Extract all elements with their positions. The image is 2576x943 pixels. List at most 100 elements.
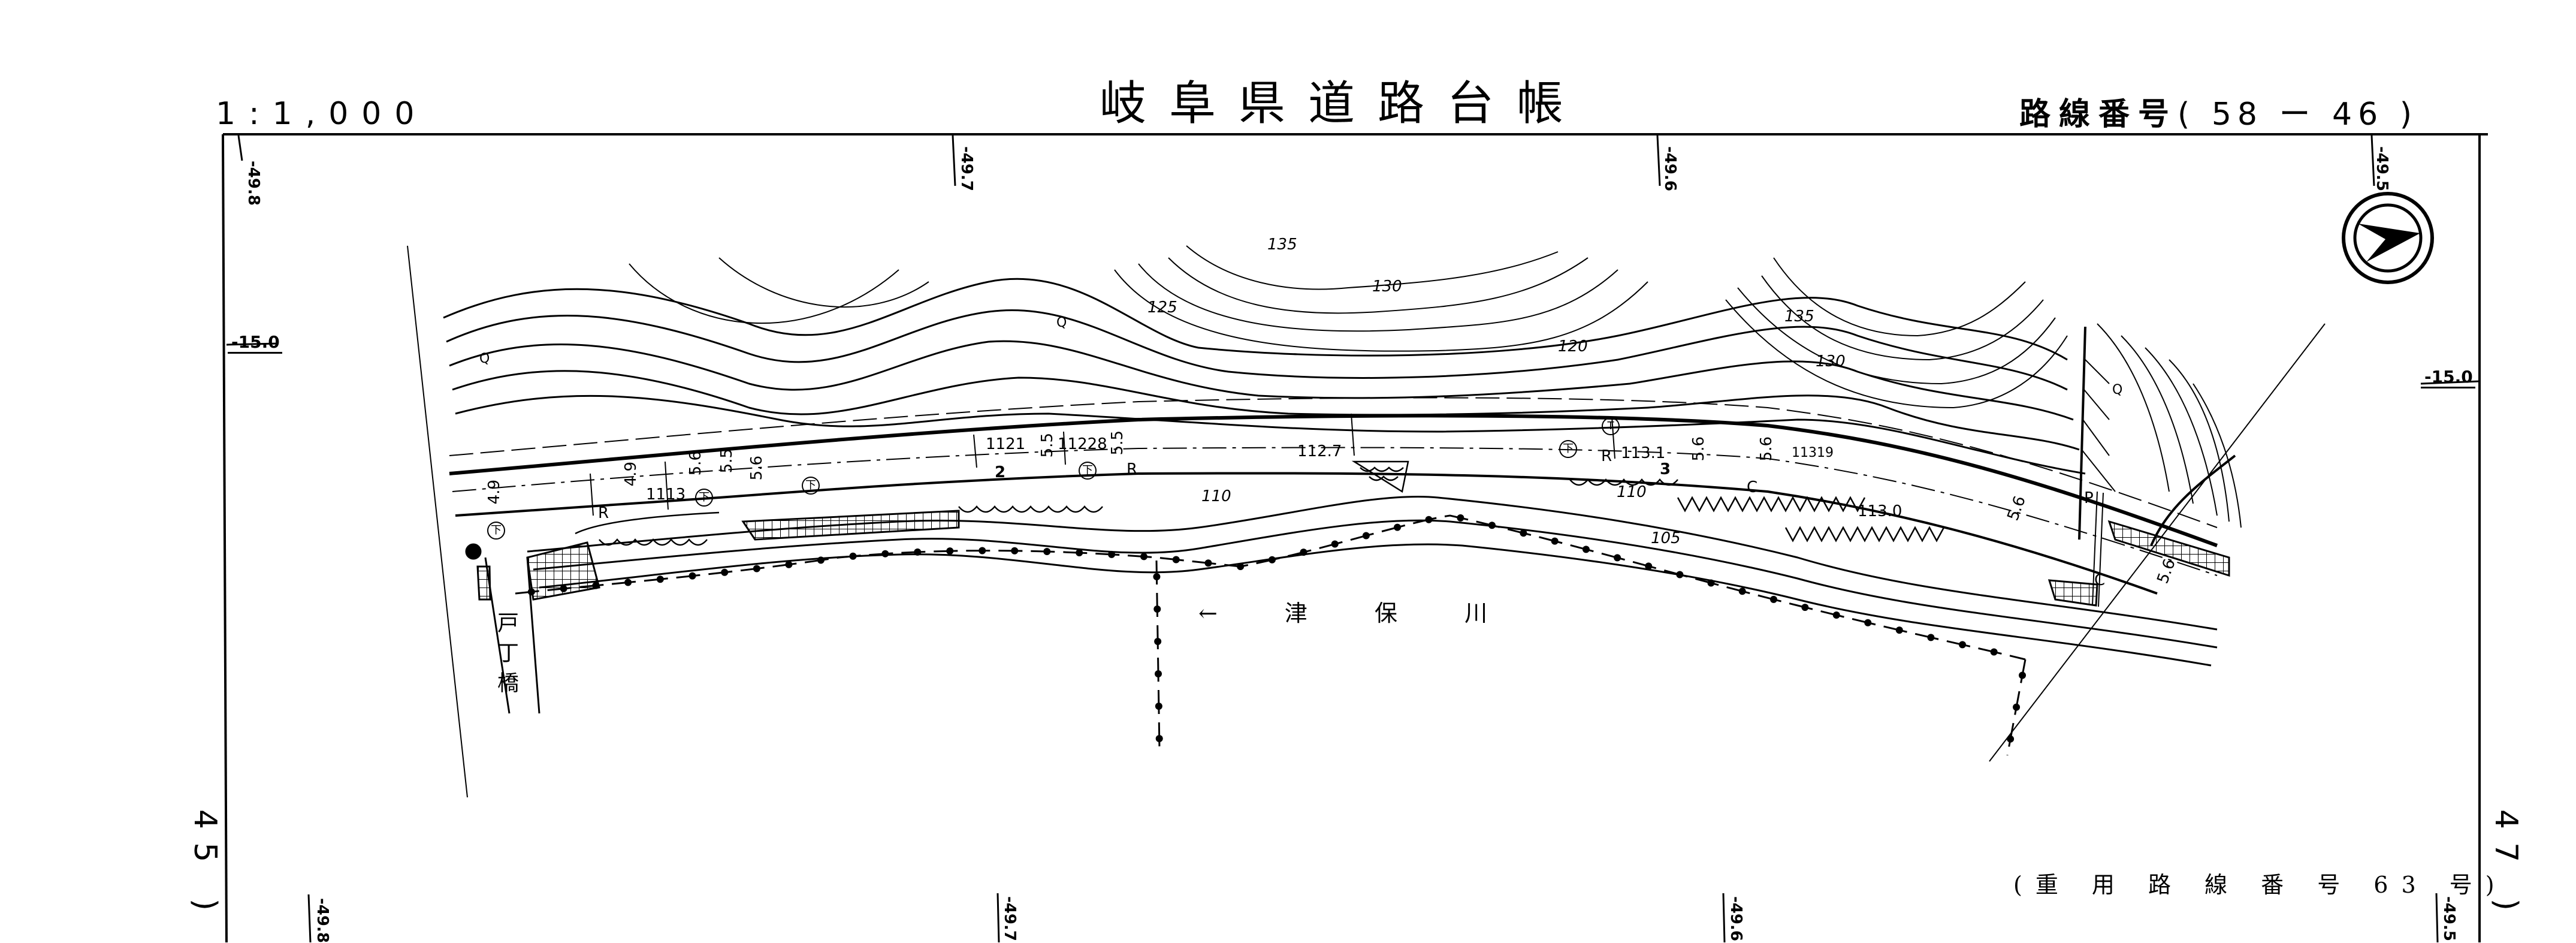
contour-lines (443, 245, 2086, 475)
road-center-dimension-lines (590, 413, 2104, 607)
boundary-dot (1076, 549, 1083, 557)
boundary-dot (1457, 514, 1464, 522)
boundary-dot (2007, 735, 2015, 743)
width-label: 5.6 (1757, 436, 1775, 462)
width-label: 5.6 (748, 456, 766, 481)
boundary-dot (688, 572, 696, 580)
station-number: 3 (1660, 460, 1671, 478)
survey-boundary (407, 245, 2326, 798)
boundary-dot (1153, 605, 1161, 613)
station-number: 2 (995, 463, 1006, 481)
page-title: 岐阜県道路台帳 (1100, 77, 1587, 131)
elevation-label: 112.7 (1297, 442, 1342, 460)
boundary-dot (1011, 547, 1019, 555)
boundary-dot (1362, 532, 1370, 540)
grid-tick-left: -15.0 (228, 332, 282, 354)
boundary-dot (1237, 562, 1245, 570)
slope-hatching (2078, 323, 2242, 546)
boundary-dot (1331, 540, 1339, 548)
retaining-wall-mark: R (598, 504, 609, 522)
boundary-dot (1204, 559, 1212, 567)
river-name: ← 津 保 川 (1198, 600, 1518, 626)
grid-tick-bottom-3: -49.6 (1727, 896, 1745, 941)
elevation-label: 1113 (646, 486, 686, 504)
width-label: 5.5 (718, 448, 736, 474)
width-label: 5.5 (1109, 430, 1127, 456)
sheet-frame (222, 133, 2488, 942)
retaining-wall (575, 478, 1945, 546)
elevation-label: 11228 (1058, 435, 1107, 453)
boundary-dot (1520, 529, 1527, 537)
contour-label: 130 (1372, 278, 1402, 296)
boundary-dot (946, 547, 954, 555)
bridge-structure (465, 543, 540, 714)
boundary-dot (1676, 571, 1684, 579)
boundary-dot (1043, 547, 1051, 555)
contour-label: 120 (1558, 338, 1588, 355)
boundary-dot (1769, 595, 1777, 603)
previous-sheet-reference: 45 ) (187, 809, 223, 924)
boundary-dot (914, 548, 922, 556)
width-label: 5.6 (1690, 436, 1708, 462)
bridge-name: 戸丁橋 (494, 611, 518, 701)
boundary-dot (2019, 671, 2027, 679)
boundary-dot (1155, 734, 1163, 742)
elevation-label: 113.1 (1621, 444, 1666, 462)
boundary-dot (881, 550, 889, 558)
boundary-dot (2013, 703, 2021, 711)
boundary-dot (656, 576, 664, 583)
boundary-dot (1801, 604, 1809, 611)
boundary-dot (1425, 516, 1433, 523)
boundary-dot (1864, 619, 1872, 626)
benchmark-mark: Q (1056, 315, 1067, 330)
route-number: 路線番号( 58 ー 46 ) (2019, 89, 2418, 134)
boundary-dot (1108, 550, 1116, 558)
sewer-manhole-icon: 下 (695, 489, 713, 507)
sewer-manhole-icon: 下 (1079, 462, 1097, 480)
north-arrow-icon (2342, 192, 2434, 284)
boundary-dot (1154, 670, 1162, 677)
river-boundary-dots (527, 514, 2027, 743)
width-label: 4.9 (485, 480, 503, 505)
sewer-manhole-icon: 下 (802, 477, 820, 495)
boundary-dot (849, 552, 857, 560)
grid-tick-bottom-2: -49.7 (1001, 896, 1019, 941)
contour-label: 110 (1201, 487, 1231, 505)
elevation-label: 11319 (1792, 445, 1834, 460)
contour-label: 135 (1784, 308, 1814, 326)
utility-pole-mark: P (2084, 489, 2094, 507)
boundary-dot (979, 547, 986, 555)
elevation-label: 1121 (986, 435, 1026, 453)
boundary-dot (1154, 637, 1162, 645)
boundary-dot (721, 568, 729, 576)
boundary-dot (1645, 562, 1653, 570)
boundary-dot (592, 582, 600, 589)
boundary-dot (1832, 611, 1840, 619)
map-scale: 1:1,000 (216, 96, 428, 132)
route-label: 路線番号 (2019, 97, 2178, 132)
contour-label: 105 (1651, 529, 1681, 547)
width-label: 5.6 (687, 451, 705, 476)
retaining-wall-mark: R (1127, 460, 1138, 478)
road-edges (449, 397, 2218, 595)
grid-tick-bottom-4: -49.5 (2440, 896, 2458, 941)
boundary-dot (817, 556, 825, 564)
boundary-dot (1990, 648, 1998, 656)
width-label: 5.5 (1038, 433, 1056, 458)
telecom-manhole-icon: T (1602, 417, 1620, 435)
boundary-dot (1895, 626, 1903, 634)
boundary-dot (1300, 549, 1307, 556)
boundary-dot (1153, 573, 1161, 580)
boundary-dot (624, 579, 632, 586)
grid-tick-bottom-1: -49.8 (313, 898, 331, 943)
boundary-dot (560, 585, 567, 592)
boundary-dot (753, 565, 760, 573)
boundary-dot (1959, 641, 1967, 649)
contour-label: 125 (1147, 299, 1177, 317)
rock-revetment (1351, 460, 1409, 493)
curb-mark: C (2094, 571, 2106, 589)
river-boundary (515, 514, 2027, 756)
boundary-dot (1488, 522, 1496, 529)
boundary-dot (1927, 634, 1935, 641)
